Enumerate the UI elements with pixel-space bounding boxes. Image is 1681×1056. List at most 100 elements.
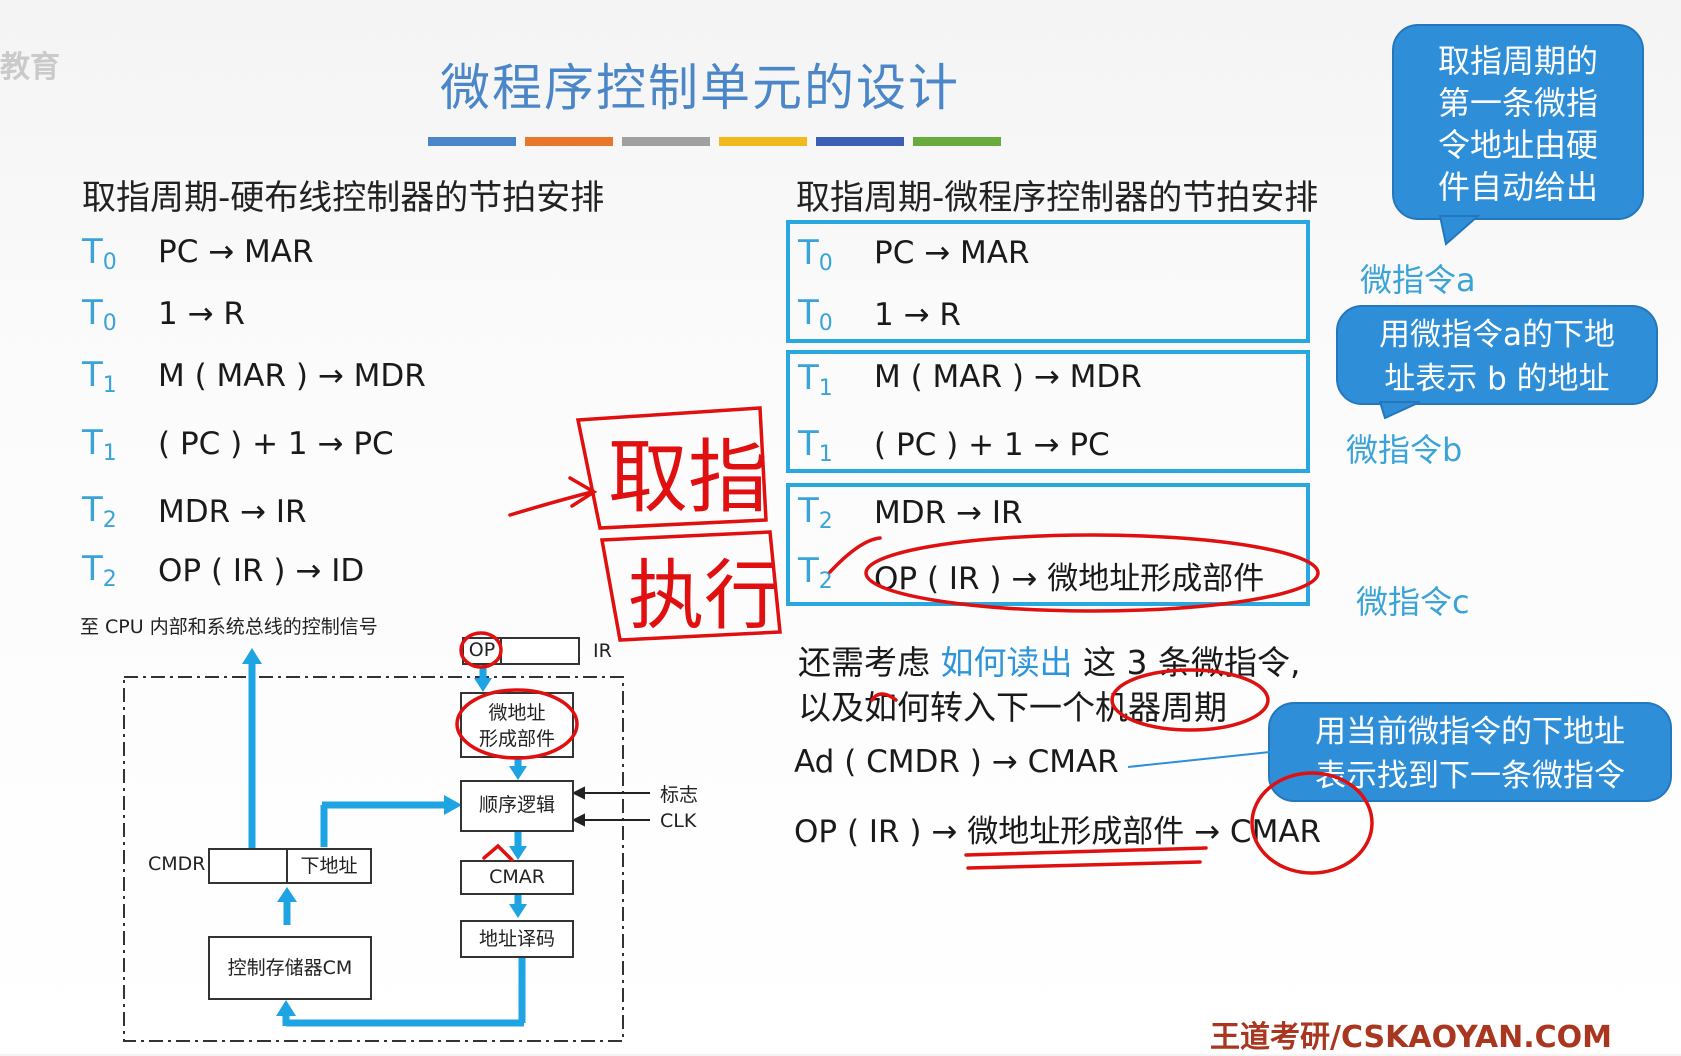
hand-text-execute: 执行 [628,551,780,640]
micro-instruction-a-label: 微指令a [1360,261,1476,299]
ir-register-box [500,637,580,665]
right-step: T1 [798,358,833,401]
left-heading: 取指周期-硬布线控制器的节拍安排 [82,178,605,218]
timing-label: T0 [82,232,117,275]
timing-label: T2 [798,551,833,594]
diagram-top-label: 至 CPU 内部和系统总线的控制信号 [80,616,378,638]
hand-text-fetch: 取指 [608,431,768,524]
right-step-op: MDR → IR [874,495,1023,531]
control-memory-box: 控制存储器CM [208,936,372,1000]
note-line-1-post: 这 3 条微指令, [1083,643,1301,682]
op-ir-line-unit: 微地址形成部件 [967,814,1185,850]
op-label: OP [468,639,496,661]
timing-label: T0 [798,293,833,336]
micro-address-unit-line: 形成部件 [478,728,555,750]
page-title: 微程序控制单元的设计 [440,59,960,117]
cmdr-register-box [208,848,288,884]
cmdr-label: CMDR [148,853,206,875]
cmar-label: CMAR [489,866,545,888]
left-step: T0 [82,293,117,336]
micro-instruction-c-label: 微指令c [1356,583,1470,621]
right-step-op: M ( MAR ) → MDR [874,359,1142,395]
cmar-box: CMAR [460,860,574,895]
timing-label: T1 [82,355,117,398]
right-step: T1 [798,424,833,467]
hand-pencil-mark [482,843,514,862]
hand-circle-op-unit [864,533,1320,613]
hand-circle-machine-cycle [1110,668,1270,732]
right-step-op: 1 → R [874,297,961,333]
data-paths [248,660,526,1027]
op-ir-line-arrow: → [1194,814,1221,850]
micro-address-unit-line: 微地址 [488,702,546,724]
right-step-op: OP ( IR ) → 微地址形成部件 [874,561,1265,597]
timing-label: T1 [798,358,833,401]
hand-underline-unit-1 [964,846,1208,857]
next-address-field-box: 下地址 [286,848,372,884]
left-step: T2 [82,490,117,533]
op-field-box: OP [462,637,502,665]
op-ir-line-cmar: CMAR [1229,814,1322,850]
callout-line: 第一条微指 [1437,84,1598,122]
left-step: T0 [82,232,117,275]
left-step-op: ( PC ) + 1 → PC [158,426,394,462]
sequence-logic-box: 顺序逻辑 [460,780,574,832]
callout-line: 址表示 b 的地址 [1384,361,1610,397]
note-line-2: 以及如何转入下一个机器周期 [798,688,1227,727]
left-step-op: M ( MAR ) → MDR [158,358,426,394]
hand-underline-unit-2 [966,860,1202,870]
left-step: T1 [82,423,117,466]
left-step-op: OP ( IR ) → ID [158,553,365,589]
footer-brand: 王道考研/CSKAOYAN.COM [1210,1020,1612,1055]
micro-instruction-b-label: 微指令b [1346,431,1463,469]
hand-circle-cmar [1250,771,1374,875]
hand-circle-unit [455,688,579,760]
micro-instruction-c-frame [786,483,1310,606]
note-line-1: 还需考虑 如何读出 这 3 条微指令, [798,636,1300,684]
callout-micro-b-address: 用微指令a的下地 址表示 b 的地址 [1336,305,1658,405]
timing-label: T1 [82,423,117,466]
left-step-op: PC → MAR [158,234,314,270]
micro-instruction-b-frame [786,350,1310,473]
hand-arrow-shaft [508,490,594,517]
callout-line: 件自动给出 [1437,168,1598,206]
hand-stroke-t2 [828,536,882,574]
hand-circle-op [459,631,503,669]
micro-instruction-a-frame [786,220,1310,343]
control-memory-label: 控制存储器CM [227,957,353,979]
timing-label: T1 [798,424,833,467]
title-underline-segment [525,137,613,146]
right-step-op: ( PC ) + 1 → PC [874,427,1110,463]
callout-first-micro-address: 取指周期的 第一条微指 令地址由硬 件自动给出 [1392,24,1644,220]
left-step-op: 1 → R [158,296,245,332]
right-step: T0 [798,233,833,276]
note-line-1-highlight: 如何读出 [940,643,1073,682]
right-heading: 取指周期-微程序控制器的节拍安排 [796,178,1319,218]
right-step: T0 [798,293,833,336]
callout-connector [1127,751,1271,768]
op-ir-line: OP ( IR ) → 微地址形成部件 → CMAR [794,806,1321,851]
left-step-op: MDR → IR [158,494,307,530]
callout-line: 令地址由硬 [1437,126,1598,164]
timing-label: T0 [798,233,833,276]
input-signals [571,786,650,827]
watermark: 教育 [0,50,60,85]
callout-line: 表示找到下一条微指令 [1315,758,1625,794]
timing-label: T2 [82,549,117,592]
title-underline-segment [816,137,904,146]
sequence-logic-label: 顺序逻辑 [478,794,555,816]
callout-line: 用微指令a的下地 [1379,317,1615,353]
hand-box-execute [599,530,782,642]
callout-line: 用当前微指令的下地址 [1315,714,1625,750]
micro-address-unit-box: 微地址 形成部件 [460,692,574,758]
address-decoder-box: 地址译码 [460,920,574,958]
timing-label: T2 [82,490,117,533]
hand-mark-ruhe [870,692,898,702]
timing-label: T2 [798,491,833,534]
title-underline-segment [622,137,710,146]
hand-box-fetch [575,406,768,530]
control-unit-boundary [123,676,624,1042]
right-step: T2 [798,551,833,594]
